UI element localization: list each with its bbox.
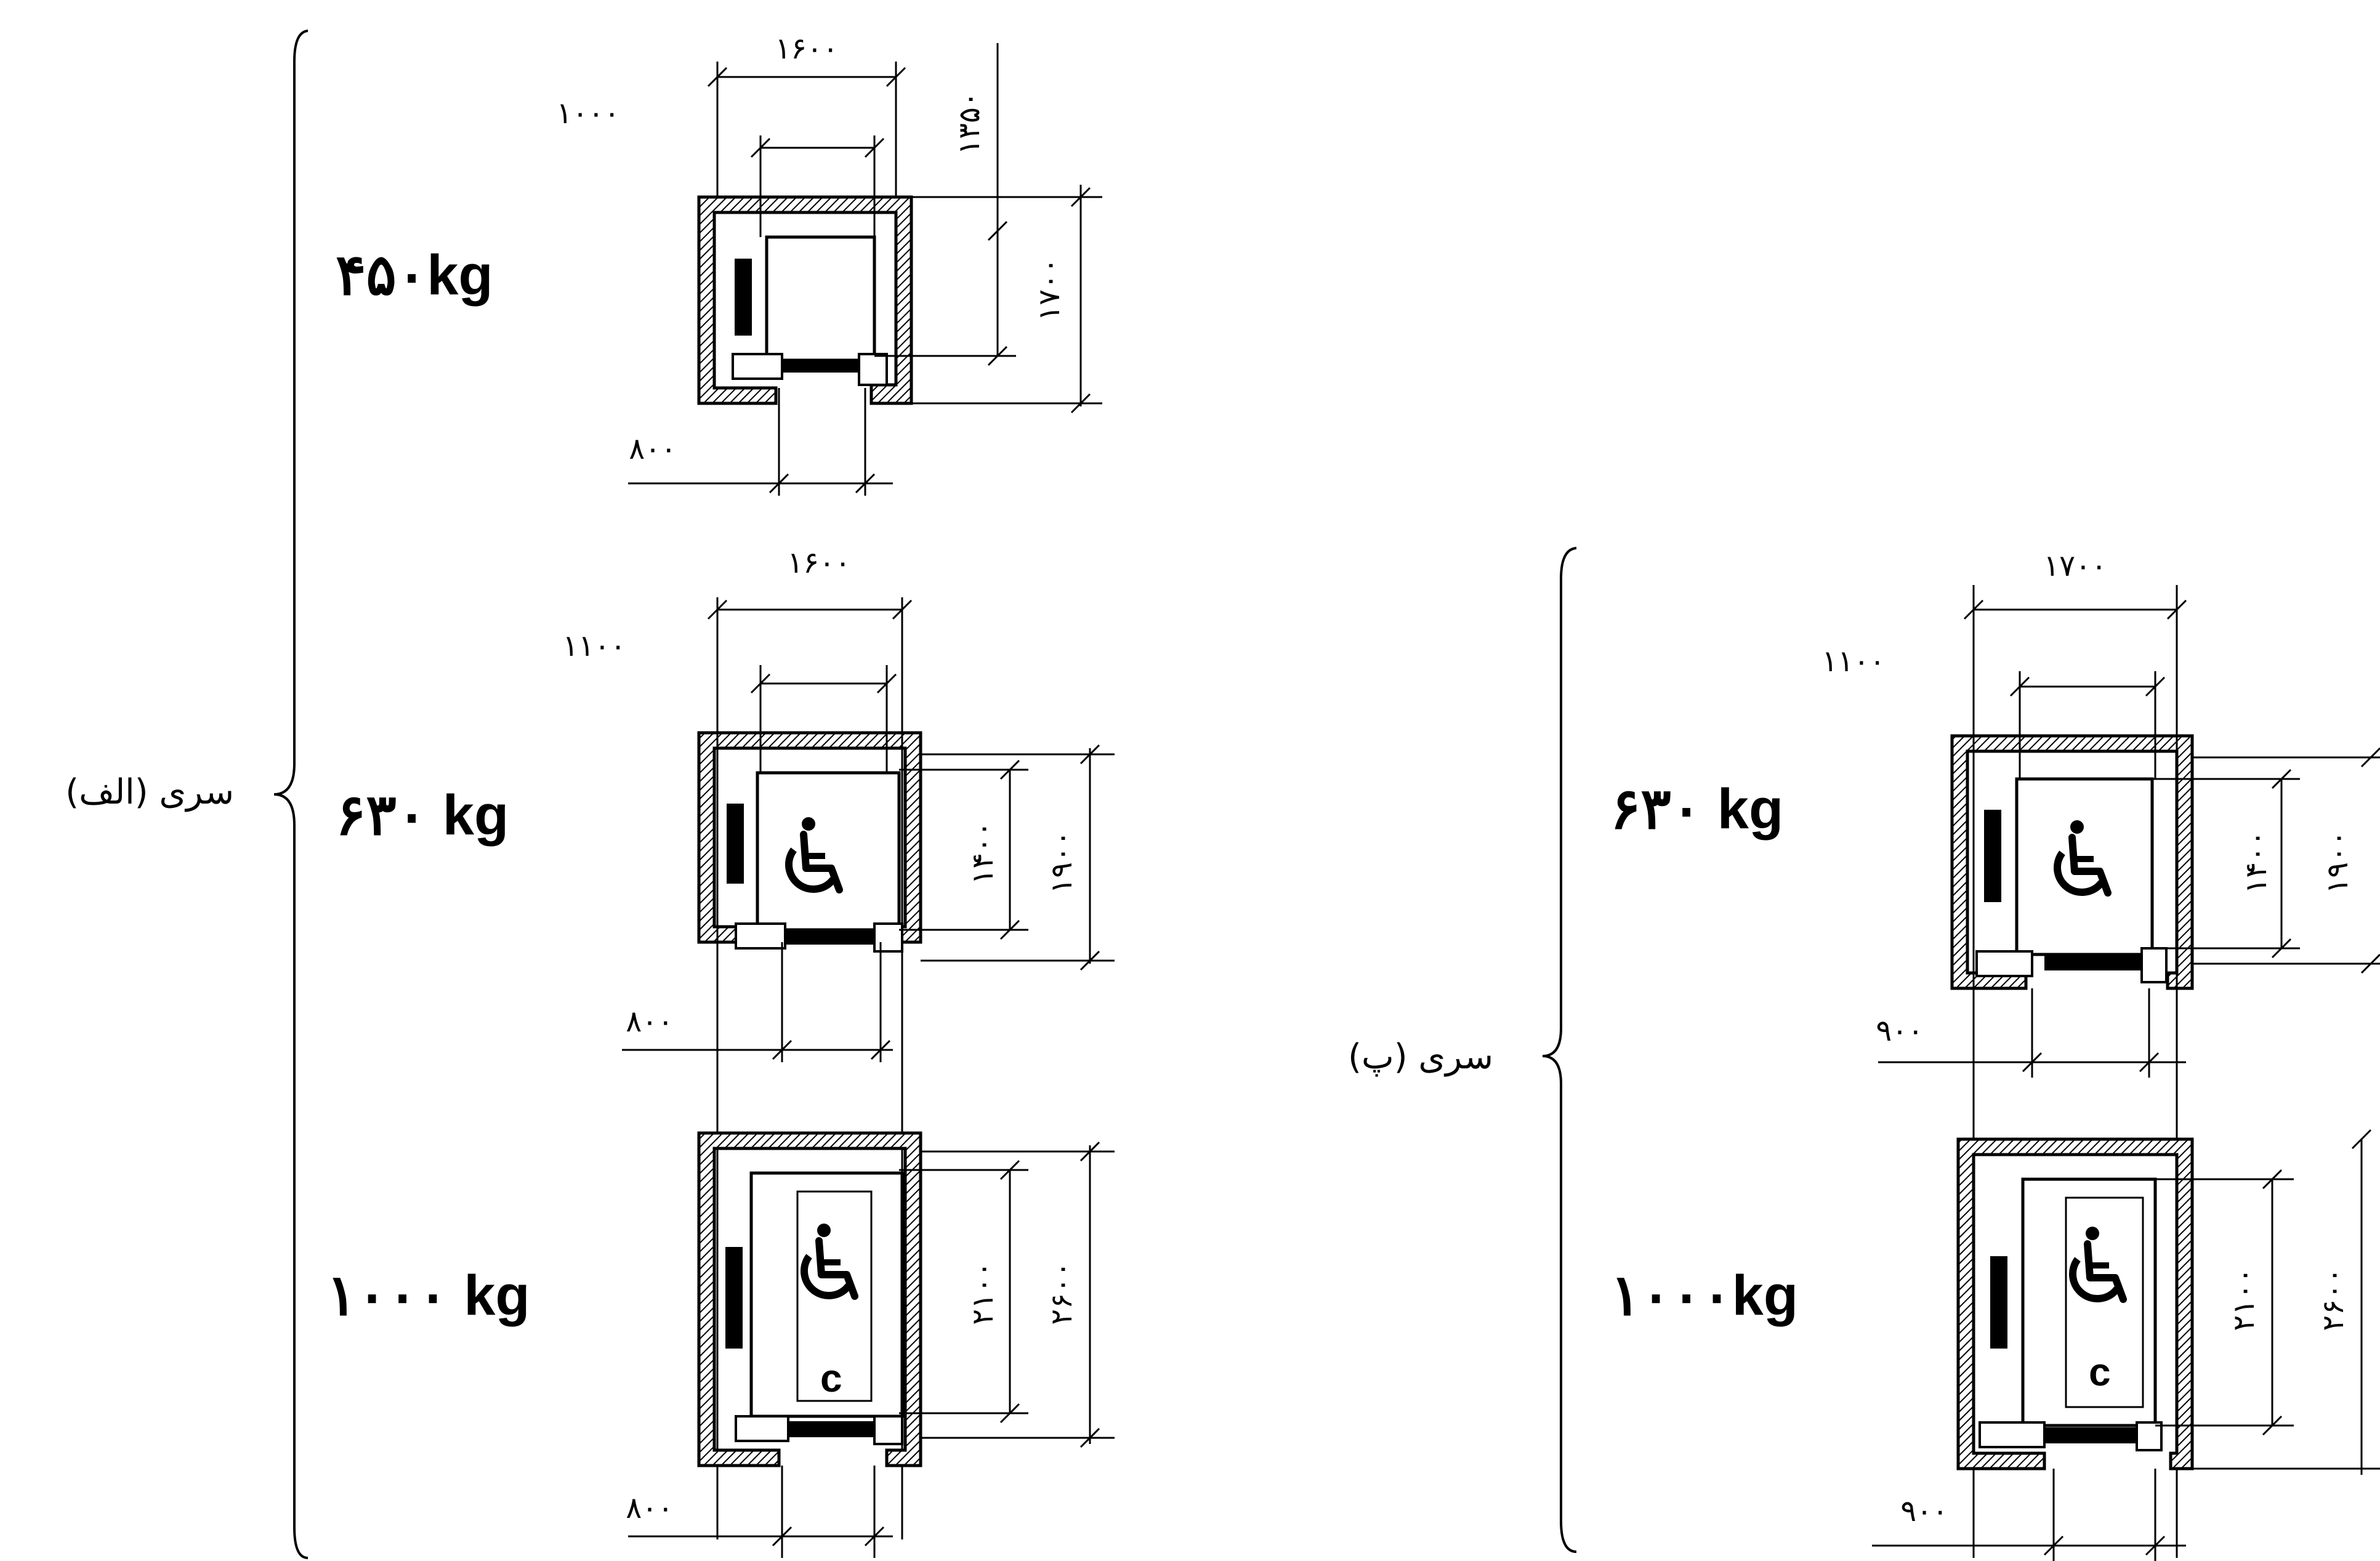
car-mark-a3: c xyxy=(820,1356,842,1400)
dim-b2-outer-width: ۱۷۰۰ xyxy=(2043,549,2107,583)
load-label-b2: ۶۳۰ kg xyxy=(1610,778,1783,841)
dim-b3-door: ۹۰۰ xyxy=(1900,1494,1948,1528)
dim-a1-top-height: ۱۳۵۰ xyxy=(952,91,986,155)
dim-b2-inner-width: ۱۱۰۰ xyxy=(1821,644,1885,679)
dim-a3-car-height: ۲۱۰۰ xyxy=(966,1261,1000,1325)
elevator-plan-b2 xyxy=(1878,585,2380,1558)
dim-a3-shaft-height: ۲۶۰۰ xyxy=(1044,1261,1079,1325)
dim-a1-car-height: ۱۷۰۰ xyxy=(1032,257,1067,321)
dim-a2-outer-width: ۱۶۰۰ xyxy=(787,546,850,580)
car-mark-b3: c xyxy=(2089,1350,2111,1394)
elevator-plan-a1 xyxy=(628,43,1102,496)
dim-a2-door: ۸۰۰ xyxy=(626,1004,673,1039)
load-label-a3: ۱۰۰۰ kg xyxy=(326,1264,530,1327)
dim-a1-inner-width: ۱۰۰۰ xyxy=(556,96,619,131)
load-label-b3: ۱۰۰۰kg xyxy=(1610,1264,1798,1327)
dim-a2-car-height: ۱۴۰۰ xyxy=(966,821,1000,884)
dim-a1-outer-width: ۱۶۰۰ xyxy=(775,31,838,66)
dim-a3-door: ۸۰۰ xyxy=(626,1491,673,1525)
dim-b3-car-height: ۲۱۰۰ xyxy=(2227,1267,2261,1331)
dim-b2-car-height: ۱۴۰۰ xyxy=(2239,830,2273,893)
load-label-a2: ۶۳۰ kg xyxy=(336,784,509,847)
series-b-label: سری (پ) xyxy=(1348,1037,1493,1077)
dim-b2-door: ۹۰۰ xyxy=(1876,1014,1923,1048)
series-a-label: سری (الف) xyxy=(65,772,234,812)
dim-b2-shaft-height: ۱۹۰۰ xyxy=(2320,830,2355,893)
load-label-a1: ۴۵۰kg xyxy=(336,244,493,307)
elevator-plan-a3 xyxy=(628,1131,1115,1558)
dim-b3-shaft-height: ۲۶۰۰ xyxy=(2316,1267,2350,1331)
dim-a1-door: ۸۰۰ xyxy=(629,432,676,466)
dim-a2-inner-width: ۱۱۰۰ xyxy=(562,629,626,663)
dim-a2-shaft-height: ۱۹۰۰ xyxy=(1044,830,1079,893)
series-a-brace xyxy=(273,30,309,1559)
series-b-brace xyxy=(1542,547,1577,1553)
elevator-plan-b3 xyxy=(1872,1129,2380,1561)
